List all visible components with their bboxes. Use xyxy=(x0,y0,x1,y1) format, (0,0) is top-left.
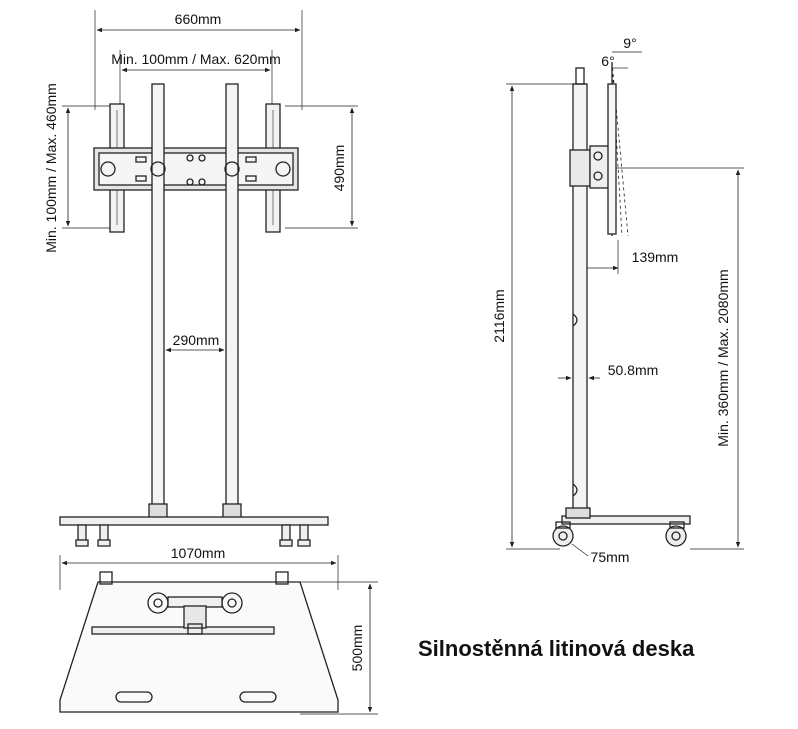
bracket-height-dimension: 490mm xyxy=(331,145,347,192)
plate-caption: Silnostěnná litinová deska xyxy=(418,636,695,661)
front-width-dimension: 660mm xyxy=(175,11,222,27)
height-adjust-dimension: Min. 360mm / Max. 2080mm xyxy=(715,269,731,446)
front-view xyxy=(59,10,358,547)
caster-dimension: 75mm xyxy=(591,549,630,565)
tilt-max-dimension: 9° xyxy=(623,35,636,51)
tilt-min-dimension: 6° xyxy=(601,53,614,69)
base-depth-dimension: 500mm xyxy=(349,625,365,672)
side-view xyxy=(506,51,744,557)
base-top-view xyxy=(59,555,378,715)
bracket-offset-dimension: 139mm xyxy=(632,249,679,265)
vesa-vertical-dimension: Min. 100mm / Max. 460mm xyxy=(43,83,59,253)
total-height-dimension: 2116mm xyxy=(491,289,507,342)
base-length-dimension: 1070mm xyxy=(171,545,225,561)
pole-diameter-dimension: 50.8mm xyxy=(608,362,659,378)
vesa-horizontal-dimension: Min. 100mm / Max. 620mm xyxy=(111,51,281,67)
pole-spacing-dimension: 290mm xyxy=(173,332,220,348)
